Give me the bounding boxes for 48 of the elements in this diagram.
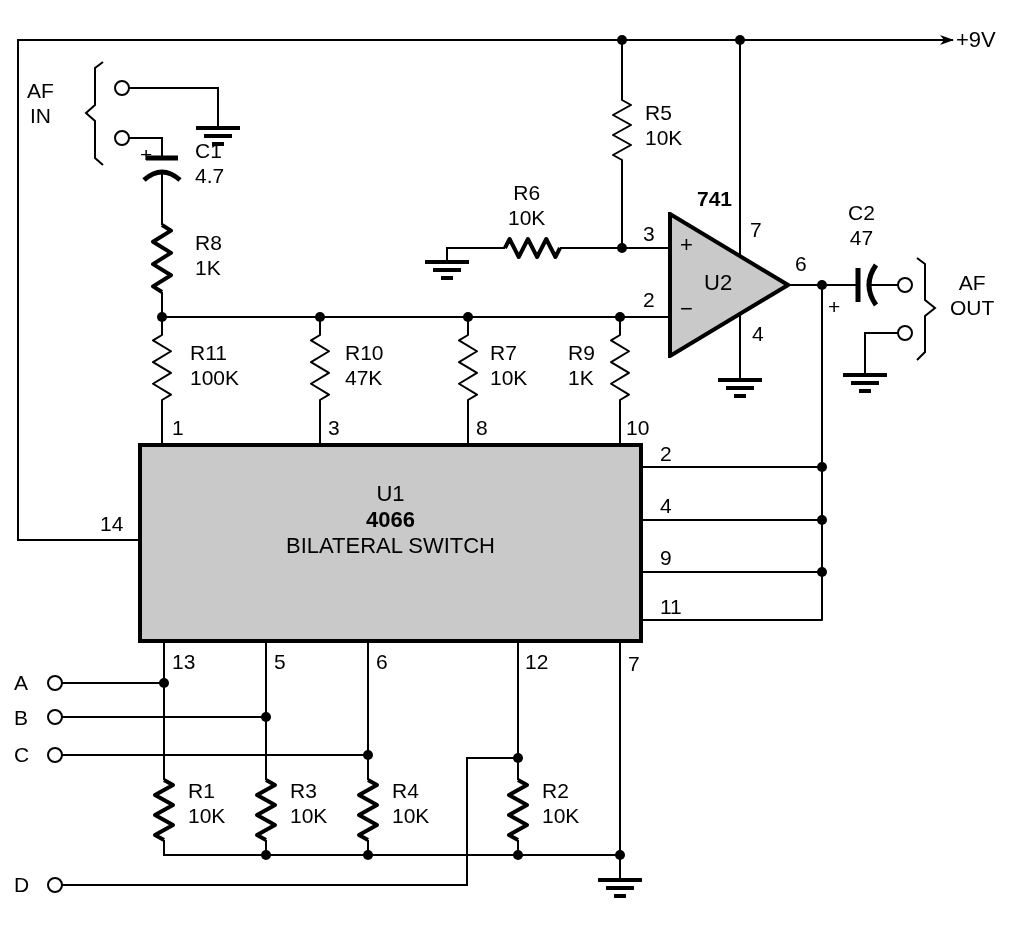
component-label: R7 10K (490, 340, 528, 390)
ic-label: U1 (376, 481, 405, 507)
pin-number: 10 (626, 416, 650, 440)
pin-number: 6 (795, 252, 807, 276)
component-label: R6 10K (508, 180, 546, 230)
component-label: R1 10K (188, 778, 226, 828)
pin-number: 14 (100, 512, 124, 536)
pin-number: 9 (660, 546, 672, 570)
pin-number: 2 (660, 442, 672, 466)
component-label: R5 10K (645, 100, 683, 150)
component-label: R2 10K (542, 778, 580, 828)
component-label: R4 10K (392, 778, 430, 828)
pin-number: 4 (660, 494, 672, 518)
pin-number: 13 (172, 650, 196, 674)
pin-number: 4 (752, 322, 764, 346)
part-number: 4066 (366, 507, 415, 533)
component-label: R9 1K (568, 340, 595, 390)
component-label: D (14, 872, 30, 897)
op-amp-triangle (668, 212, 790, 358)
input-polarity-sign: + (680, 232, 693, 258)
component-label: R10 47K (345, 340, 384, 390)
ic-label: BILATERAL SWITCH (285, 533, 495, 559)
pin-number: 5 (274, 650, 286, 674)
component-label: AF IN (27, 78, 54, 128)
component-label: AF OUT (950, 270, 995, 320)
pin-number: 6 (376, 650, 388, 674)
input-polarity-sign: − (680, 296, 693, 322)
component-label: C2 47 (848, 200, 875, 250)
component-label: A (14, 670, 28, 695)
component-label: C (14, 742, 30, 767)
component-label: B (14, 705, 28, 730)
pin-number: 3 (643, 222, 655, 246)
switch-ic-box (138, 443, 643, 643)
component-label: R11 100K (190, 340, 240, 390)
pin-number: 2 (643, 288, 655, 312)
pin-number: 8 (476, 416, 488, 440)
component-label: + (828, 294, 841, 319)
component-label: R8 1K (195, 230, 222, 280)
part-number: 741 (697, 187, 733, 211)
pin-number: 3 (328, 416, 340, 440)
supply-label: +9V (956, 27, 1006, 53)
ic-label: U2 (704, 270, 733, 296)
pin-number: 1 (172, 416, 184, 440)
pin-number: 7 (628, 652, 640, 676)
pin-number: 11 (660, 595, 682, 619)
pin-number: 7 (750, 218, 762, 242)
pin-number: 12 (525, 650, 549, 674)
component-label: R3 10K (290, 778, 328, 828)
